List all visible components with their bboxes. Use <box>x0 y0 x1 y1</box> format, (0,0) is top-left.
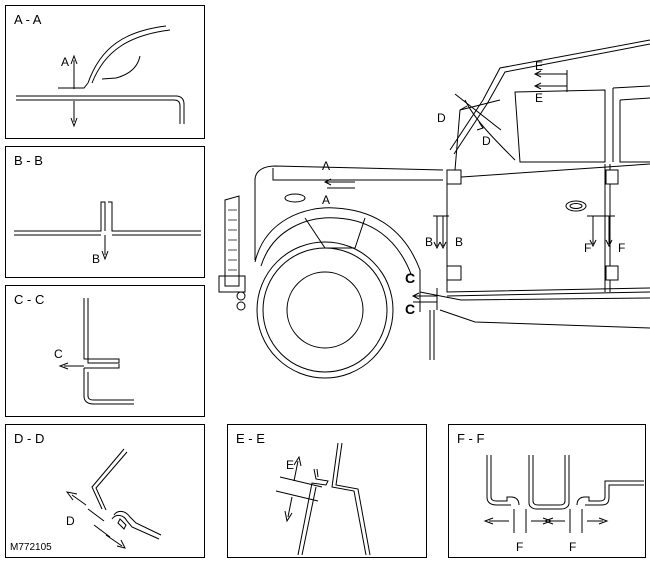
section-dd-drawing <box>65 448 162 549</box>
section-bb-drawing <box>14 201 201 261</box>
main-label-e-top: E <box>535 59 544 73</box>
section-ee-panel: E - E E <box>227 424 427 558</box>
section-ff-arrow-label-left: F <box>516 540 524 554</box>
vehicle-drawing: A A B B C C D D E E F F <box>215 30 650 410</box>
main-label-a-top: A <box>322 159 331 173</box>
section-aa-drawing <box>16 25 185 128</box>
main-label-b-left: B <box>425 235 434 249</box>
main-label-c-bottom: C <box>405 301 416 317</box>
section-aa-title: A - A <box>14 12 42 27</box>
section-dd-title: D - D <box>14 431 45 446</box>
section-bb-panel: B - B B <box>5 146 205 278</box>
section-bb-title: B - B <box>14 153 43 168</box>
main-label-a-bottom: A <box>322 193 331 207</box>
main-label-f-right: F <box>618 241 626 255</box>
section-dd-panel: D - D D M772105 <box>5 424 205 558</box>
section-bb-arrow-label: B <box>92 252 101 266</box>
vehicle-drawing-svg <box>218 39 650 379</box>
section-aa-arrow-label: A <box>61 55 70 69</box>
section-dd-arrow-label: D <box>66 514 75 528</box>
section-cc-panel: C - C C <box>5 285 205 417</box>
figure-reference: M772105 <box>10 542 52 553</box>
section-cc-title: C - C <box>14 292 45 307</box>
main-label-d-top: D <box>437 111 446 125</box>
section-ee-arrow-label: E <box>286 458 295 472</box>
section-aa-panel: A - A A <box>5 5 205 139</box>
section-ff-drawing <box>483 455 644 533</box>
section-ee-title: E - E <box>236 431 265 446</box>
section-ff-panel: F - F F F <box>448 424 646 558</box>
section-cc-drawing <box>58 298 134 405</box>
main-label-b-right: B <box>455 235 464 249</box>
section-ff-arrow-label-right: F <box>569 540 577 554</box>
section-ee-drawing <box>275 442 371 556</box>
main-label-d-bottom: D <box>482 134 491 148</box>
section-cc-arrow-label: C <box>54 347 63 361</box>
main-label-f-left: F <box>584 241 592 255</box>
section-ff-title: F - F <box>457 431 485 446</box>
main-label-e-bottom: E <box>535 91 544 105</box>
main-label-c-top: C <box>405 270 416 286</box>
